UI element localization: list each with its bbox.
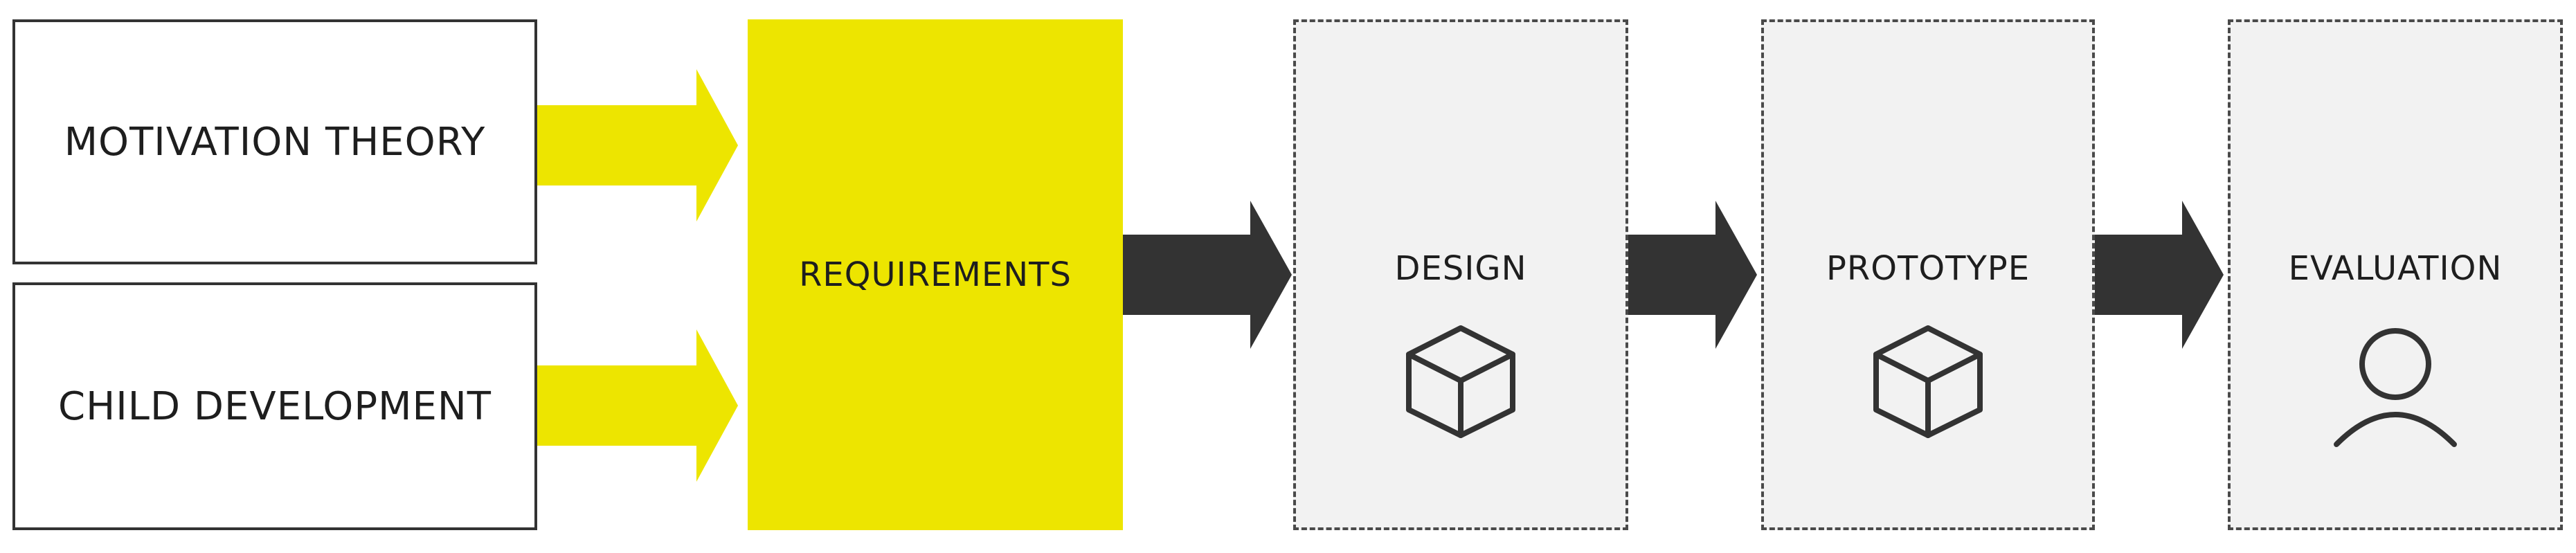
- yellow-arrow-top: [537, 69, 738, 221]
- yellow-arrow-bottom: [537, 329, 738, 482]
- dark-arrow-to-evaluation: [2095, 201, 2224, 349]
- input-box-motivation-theory: MOTIVATION THEORY: [12, 19, 537, 264]
- stage-box-design: DESIGN: [1293, 19, 1628, 530]
- stage-box-prototype: PROTOTYPE: [1761, 19, 2095, 530]
- input-label: MOTIVATION THEORY: [64, 119, 486, 165]
- cube-icon: [1406, 325, 1515, 438]
- requirements-box: REQUIREMENTS: [748, 19, 1123, 530]
- requirements-label: REQUIREMENTS: [799, 255, 1072, 294]
- stage-label: PROTOTYPE: [1826, 249, 2030, 288]
- stage-label: DESIGN: [1394, 249, 1527, 288]
- stage-label: EVALUATION: [2288, 249, 2503, 288]
- dark-arrow-to-prototype: [1628, 201, 1757, 349]
- person-icon: [2334, 328, 2457, 447]
- input-label: CHILD DEVELOPMENT: [58, 383, 492, 429]
- stage-box-evaluation: EVALUATION: [2228, 19, 2563, 530]
- dark-arrow-to-design: [1123, 201, 1292, 349]
- cube-icon: [1873, 325, 1983, 438]
- input-box-child-development: CHILD DEVELOPMENT: [12, 282, 537, 530]
